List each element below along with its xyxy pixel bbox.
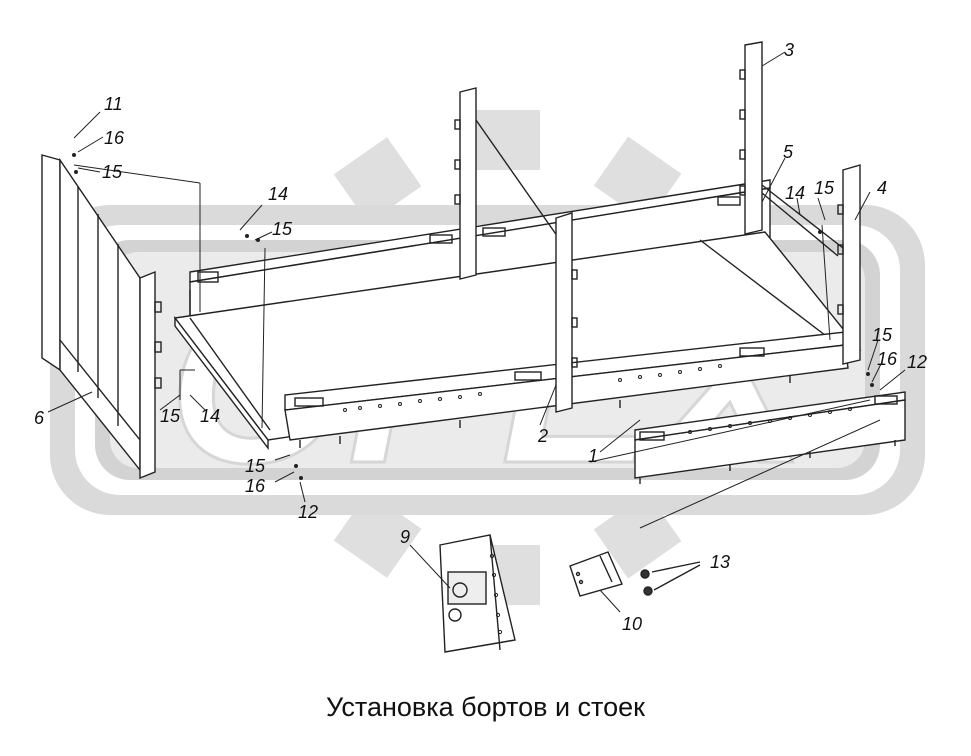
callout-15: 15 (160, 406, 181, 426)
callout-15: 15 (245, 456, 266, 476)
callout-2: 2 (537, 426, 548, 446)
callout-15: 15 (102, 162, 123, 182)
detail-bolts (640, 561, 701, 596)
callout-5: 5 (783, 142, 794, 162)
callout-1: 1 (588, 446, 598, 466)
callout-15: 15 (872, 325, 893, 345)
drawing (41, 41, 906, 653)
callout-14: 14 (268, 184, 288, 204)
callout-9: 9 (400, 527, 410, 547)
fastener-lines (73, 164, 881, 529)
callout-15: 15 (814, 178, 835, 198)
figure-caption: Установка бортов и стоек (326, 692, 645, 722)
leader-lines (47, 51, 906, 613)
callout-16: 16 (104, 128, 125, 148)
loose-side-board (634, 391, 906, 484)
end-board (41, 154, 162, 480)
detail-bracket (439, 534, 516, 653)
callout-16: 16 (245, 476, 266, 496)
callout-3: 3 (784, 40, 794, 60)
callout-12: 12 (298, 502, 318, 522)
callout-12: 12 (907, 352, 927, 372)
callout-6: 6 (34, 408, 45, 428)
detail-plate (569, 551, 623, 597)
callout-10: 10 (622, 614, 642, 634)
callout-14: 14 (200, 406, 220, 426)
callout-16: 16 (877, 349, 898, 369)
callout-14: 14 (785, 183, 805, 203)
callout-11: 11 (104, 94, 123, 114)
callout-4: 4 (877, 178, 887, 198)
stakes (454, 41, 861, 413)
callout-13: 13 (710, 552, 730, 572)
callouts: 11 16 15 14 15 3 5 14 15 4 15 16 12 6 15… (34, 40, 927, 634)
callout-15: 15 (272, 219, 293, 239)
fastener-dots (72, 153, 874, 480)
